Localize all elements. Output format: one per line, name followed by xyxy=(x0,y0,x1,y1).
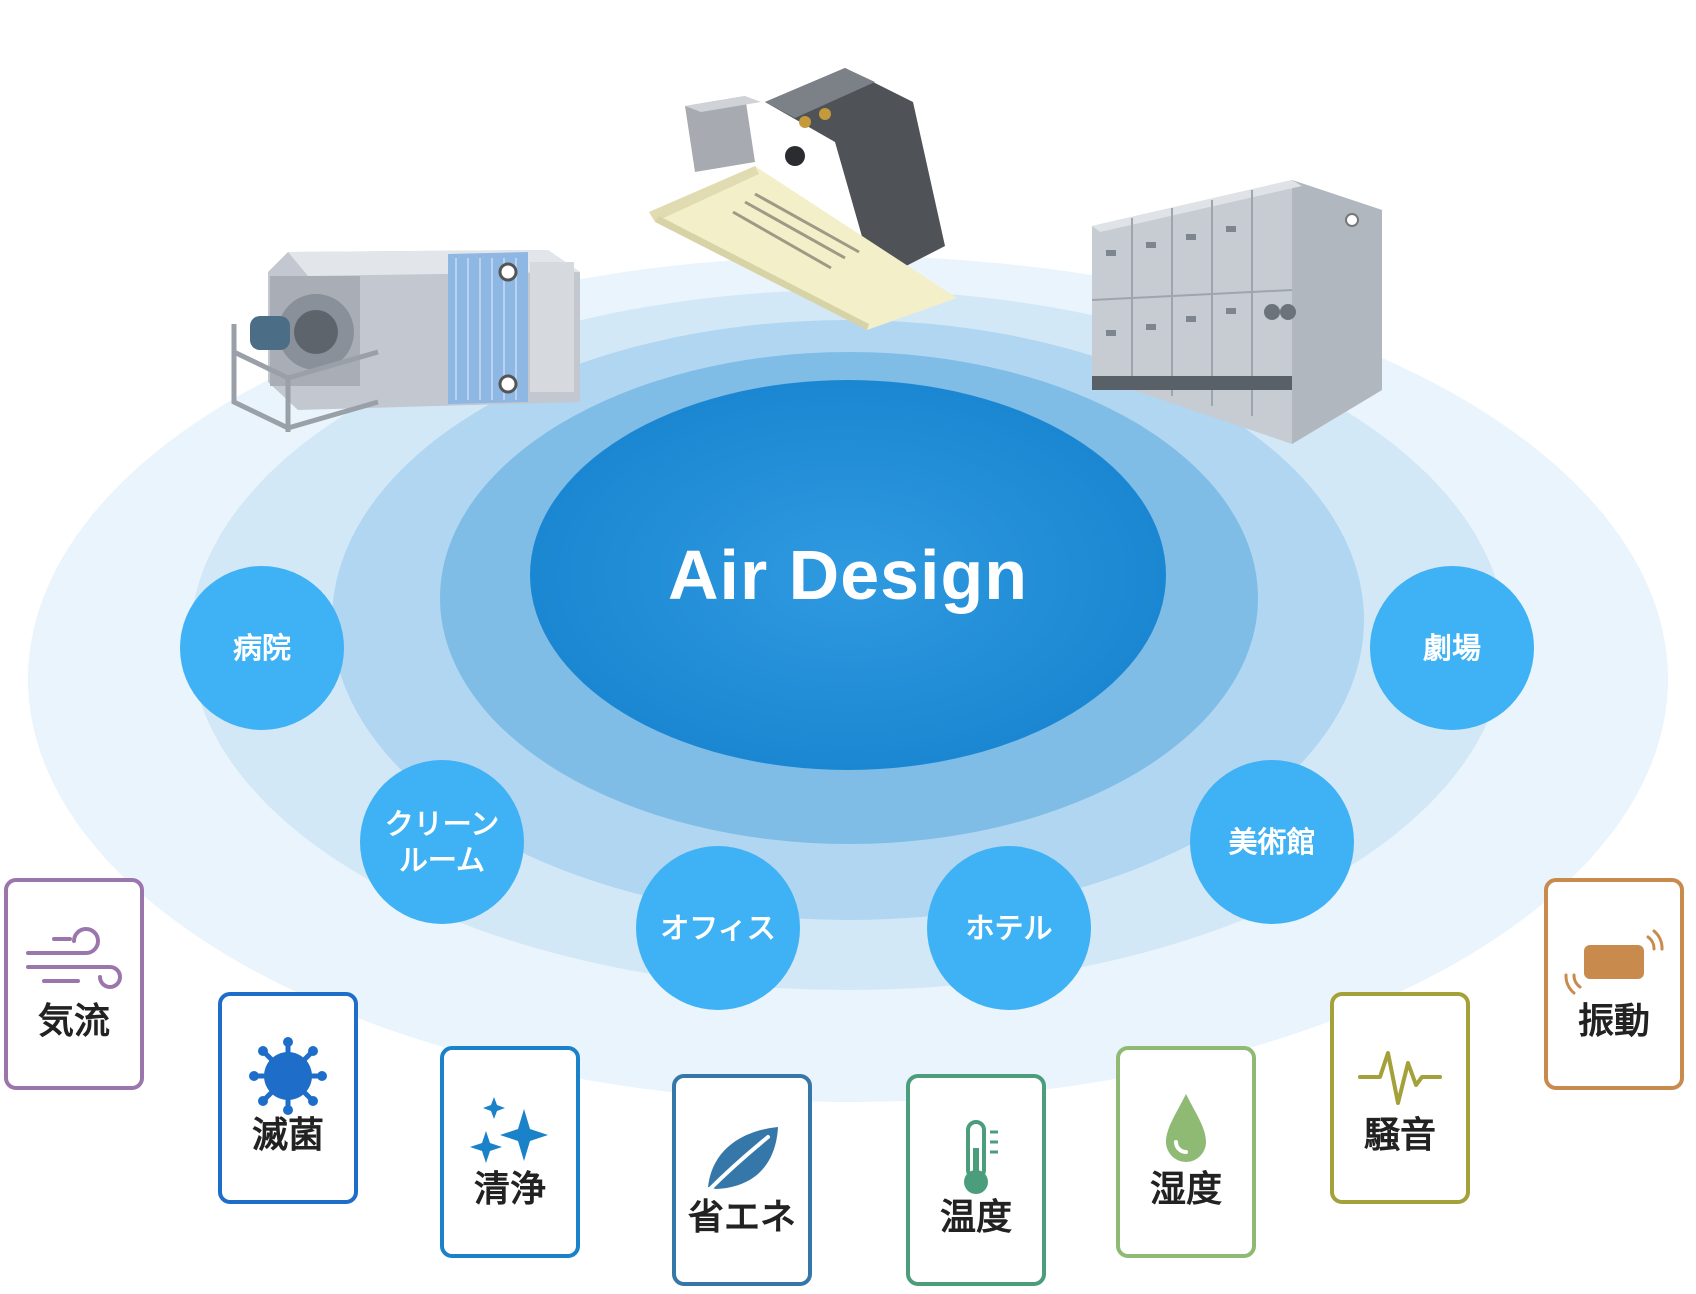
feature-card-purification: 清浄 xyxy=(440,1046,580,1258)
facility-hotel: ホテル xyxy=(927,846,1091,1010)
thermometer-icon xyxy=(910,1118,1042,1198)
sparkle-icon xyxy=(444,1090,576,1170)
center-ellipse: Air Design xyxy=(530,380,1166,770)
feature-label: 振動 xyxy=(1577,1001,1650,1042)
air-handling-unit-image xyxy=(231,250,580,432)
feature-label: 湿度 xyxy=(1149,1169,1222,1210)
facility-theater: 劇場 xyxy=(1370,566,1534,730)
virus-icon xyxy=(222,1036,354,1116)
facility-hospital: 病院 xyxy=(180,566,344,730)
feature-card-sterilization: 滅菌 xyxy=(218,992,358,1204)
feature-card-temperature: 温度 xyxy=(906,1074,1046,1286)
droplet-icon xyxy=(1120,1090,1252,1170)
center-title: Air Design xyxy=(667,536,1029,614)
ceiling-cassette-image xyxy=(649,68,957,330)
feature-label: 気流 xyxy=(37,1001,110,1042)
wind-icon xyxy=(8,922,140,1002)
facility-office: オフィス xyxy=(636,846,800,1010)
feature-card-energy-saving: 省エネ xyxy=(672,1074,812,1286)
feature-label: 省エネ xyxy=(687,1197,796,1238)
facility-clean-room: クリーン ルーム xyxy=(360,760,524,924)
packaged-unit-image xyxy=(1092,180,1382,444)
feature-card-humidity: 湿度 xyxy=(1116,1046,1256,1258)
feature-card-noise: 騒音 xyxy=(1330,992,1470,1204)
vibration-icon xyxy=(1548,922,1680,1002)
feature-label: 滅菌 xyxy=(251,1115,324,1156)
leaf-icon xyxy=(676,1118,808,1198)
feature-label: 温度 xyxy=(939,1197,1012,1238)
feature-label: 清浄 xyxy=(473,1169,546,1210)
feature-card-vibration: 振動 xyxy=(1544,878,1684,1090)
feature-card-airflow: 気流 xyxy=(4,878,144,1090)
waveform-icon xyxy=(1334,1036,1466,1116)
feature-label: 騒音 xyxy=(1363,1115,1436,1156)
facility-museum: 美術館 xyxy=(1190,760,1354,924)
